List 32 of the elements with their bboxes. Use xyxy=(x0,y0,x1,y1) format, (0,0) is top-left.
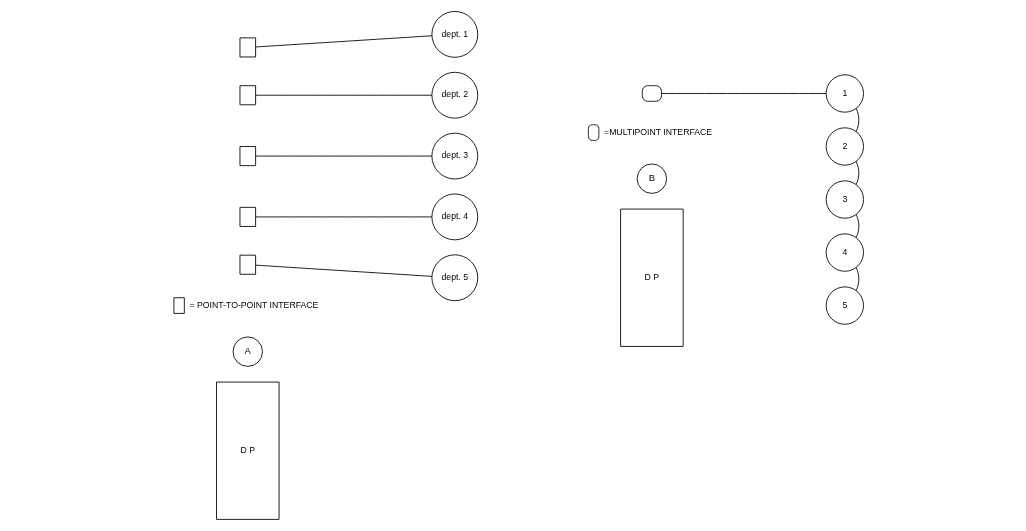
node-box xyxy=(239,85,256,106)
node-circle: dept. 4 xyxy=(430,193,478,241)
node-semicircle xyxy=(641,85,662,102)
node-circle: 5 xyxy=(825,286,864,325)
node-box xyxy=(239,146,256,167)
node-circle: 3 xyxy=(825,180,864,219)
node-box: D P xyxy=(215,381,279,520)
connector xyxy=(855,267,859,292)
node-box xyxy=(239,206,256,227)
node-circle: dept. 3 xyxy=(430,132,478,180)
node-box: D P xyxy=(619,208,684,347)
connector xyxy=(254,264,432,277)
node-circle: dept. 2 xyxy=(430,71,478,119)
legend-label: =MULTIPOINT INTERFACE xyxy=(603,126,712,137)
node-circle: A xyxy=(232,336,263,367)
connector xyxy=(855,107,859,133)
connector xyxy=(855,214,859,239)
connector xyxy=(660,93,827,94)
connector xyxy=(254,155,432,157)
node-circle: 1 xyxy=(825,74,864,113)
connector xyxy=(254,35,432,48)
node-circle: 4 xyxy=(825,233,864,272)
connector xyxy=(254,216,432,218)
node-circle: dept. 5 xyxy=(430,254,478,302)
connector xyxy=(254,94,432,96)
node-circle: B xyxy=(636,163,667,194)
legend-label: = POINT-TO-POINT INTERFACE xyxy=(189,299,318,310)
node-box xyxy=(239,254,256,275)
node-circle: dept. 1 xyxy=(430,11,478,58)
connector xyxy=(855,160,859,186)
node-box xyxy=(239,37,256,58)
node-circle: 2 xyxy=(825,127,864,166)
